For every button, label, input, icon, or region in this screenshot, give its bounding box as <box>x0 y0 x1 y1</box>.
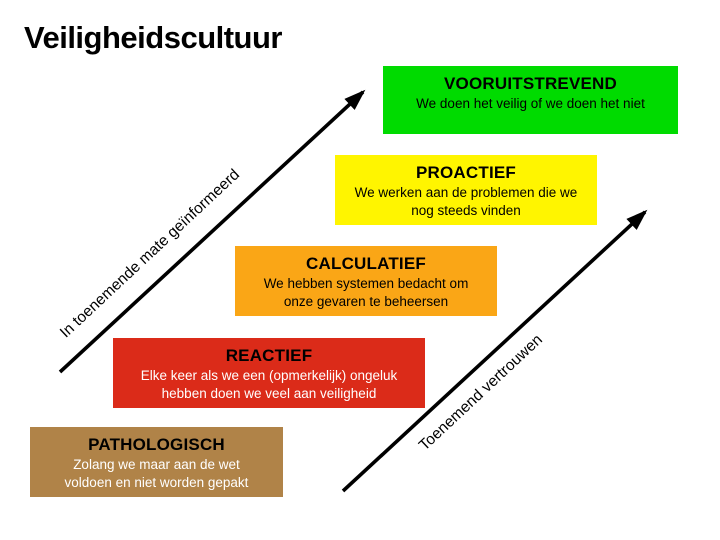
level-description-line: voldoen en niet worden gepakt <box>64 475 249 491</box>
level-description: We hebben systemen bedacht om onze gevar… <box>235 275 497 311</box>
level-description: We doen het veilig of we doen het niet <box>383 95 678 113</box>
level-box-proactief: PROACTIEF We werken aan de problemen die… <box>335 155 597 225</box>
level-description-line: We hebben systemen bedacht om <box>263 276 469 292</box>
level-title: PATHOLOGISCH <box>88 435 225 454</box>
level-description-line: We werken aan de problemen die we <box>354 185 578 201</box>
level-description-line: onze gevaren te beheersen <box>283 294 449 310</box>
informed-arrow-label: In toenemende mate geïnformeerd <box>57 166 243 341</box>
level-title: CALCULATIEF <box>306 254 426 273</box>
level-description: We werken aan de problemen die we nog st… <box>335 184 597 220</box>
level-box-pathologisch: PATHOLOGISCH Zolang we maar aan de wet v… <box>30 427 283 497</box>
level-title: REACTIEF <box>225 346 313 365</box>
trust-arrow <box>341 209 648 493</box>
trust-arrow-label: Toenemend vertrouwen <box>416 331 546 454</box>
level-box-vooruitstrevend: VOORUITSTREVEND We doen het veilig of we… <box>383 66 678 134</box>
level-box-calculatief: CALCULATIEF We hebben systemen bedacht o… <box>235 246 497 316</box>
level-description: Elke keer als we een (opmerkelijk) ongel… <box>113 367 425 403</box>
page-title: Veiligheidscultuur <box>24 20 283 55</box>
level-description-line: Elke keer als we een (opmerkelijk) ongel… <box>140 368 398 384</box>
level-box-reactief: REACTIEF Elke keer als we een (opmerkeli… <box>113 338 425 408</box>
level-title: PROACTIEF <box>415 163 517 182</box>
level-description-line: Zolang we maar aan de wet <box>73 457 240 473</box>
level-title: VOORUITSTREVEND <box>443 74 618 93</box>
informed-arrow <box>58 89 366 374</box>
level-description-line: nog steeds vinden <box>411 203 521 219</box>
level-description: Zolang we maar aan de wet voldoen en nie… <box>30 456 283 492</box>
level-description-line: We doen het veilig of we doen het niet <box>416 96 645 112</box>
level-description-line: hebben doen we veel aan veiligheid <box>161 386 377 402</box>
